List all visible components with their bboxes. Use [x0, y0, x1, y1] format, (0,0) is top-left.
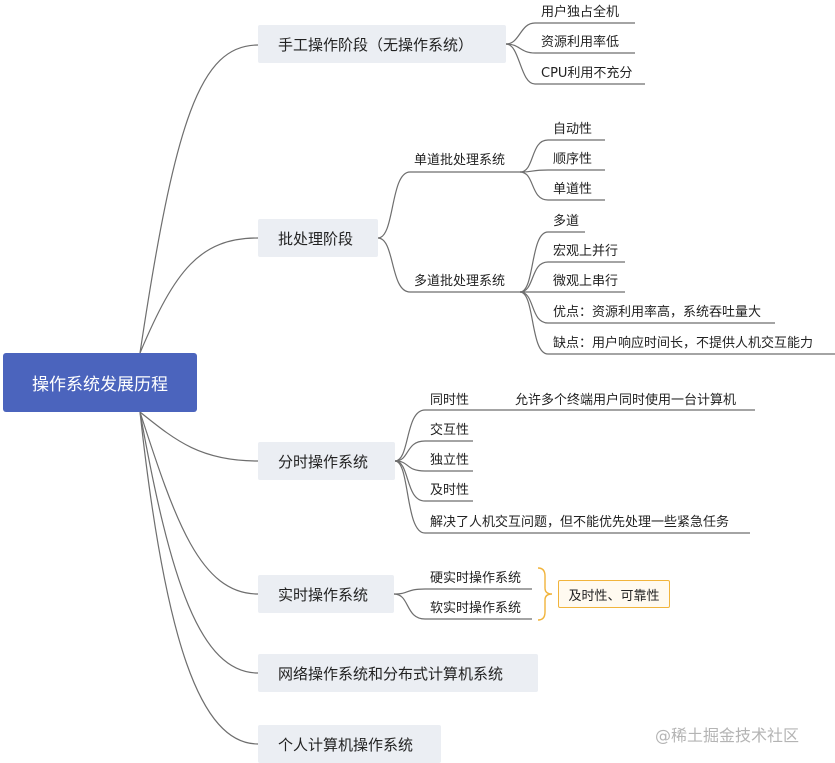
sub-multi-batch[interactable]: 多道批处理系统 — [414, 274, 506, 289]
leaf-manual-1[interactable]: 用户独占全机 — [541, 5, 620, 20]
branch-manual[interactable]: 手工操作阶段（无操作系统） — [258, 25, 506, 63]
leaf-multi-5[interactable]: 缺点：用户响应时间长，不提供人机交互能力 — [553, 336, 814, 351]
summary-brace — [537, 567, 553, 621]
branch-realtime[interactable]: 实时操作系统 — [258, 575, 394, 613]
branch-personal[interactable]: 个人计算机操作系统 — [258, 725, 441, 763]
branch-network[interactable]: 网络操作系统和分布式计算机系统 — [258, 654, 538, 692]
leaf-manual-3[interactable]: CPU利用不充分 — [541, 66, 633, 81]
leaf-single-2[interactable]: 顺序性 — [553, 152, 593, 167]
sub-single-batch[interactable]: 单道批处理系统 — [414, 153, 506, 168]
leaf-rt-2[interactable]: 软实时操作系统 — [430, 601, 522, 616]
leaf-ts-1[interactable]: 同时性 — [430, 393, 470, 408]
leaf-multi-4[interactable]: 优点：资源利用率高，系统吞吐量大 — [553, 305, 762, 320]
leaf-single-1[interactable]: 自动性 — [553, 122, 593, 137]
leaf-ts-note[interactable]: 允许多个终端用户同时使用一台计算机 — [515, 393, 737, 408]
leaf-manual-2[interactable]: 资源利用率低 — [541, 35, 620, 50]
leaf-single-3[interactable]: 单道性 — [553, 182, 593, 197]
watermark: @稀土掘金技术社区 — [655, 726, 800, 745]
root-node[interactable]: 操作系统发展历程 — [3, 353, 197, 412]
leaf-ts-4[interactable]: 及时性 — [430, 483, 470, 498]
leaf-ts-5[interactable]: 解决了人机交互问题，但不能优先处理一些紧急任务 — [430, 515, 730, 530]
leaf-multi-1[interactable]: 多道 — [553, 214, 580, 229]
branch-batch[interactable]: 批处理阶段 — [258, 219, 378, 257]
leaf-ts-3[interactable]: 独立性 — [430, 453, 470, 468]
leaf-rt-1[interactable]: 硬实时操作系统 — [430, 571, 522, 586]
leaf-multi-3[interactable]: 微观上串行 — [553, 274, 619, 289]
leaf-ts-2[interactable]: 交互性 — [430, 423, 470, 438]
summary-callout[interactable]: 及时性、可靠性 — [558, 580, 670, 608]
leaf-multi-2[interactable]: 宏观上并行 — [553, 244, 619, 259]
branch-timesharing[interactable]: 分时操作系统 — [258, 442, 395, 480]
